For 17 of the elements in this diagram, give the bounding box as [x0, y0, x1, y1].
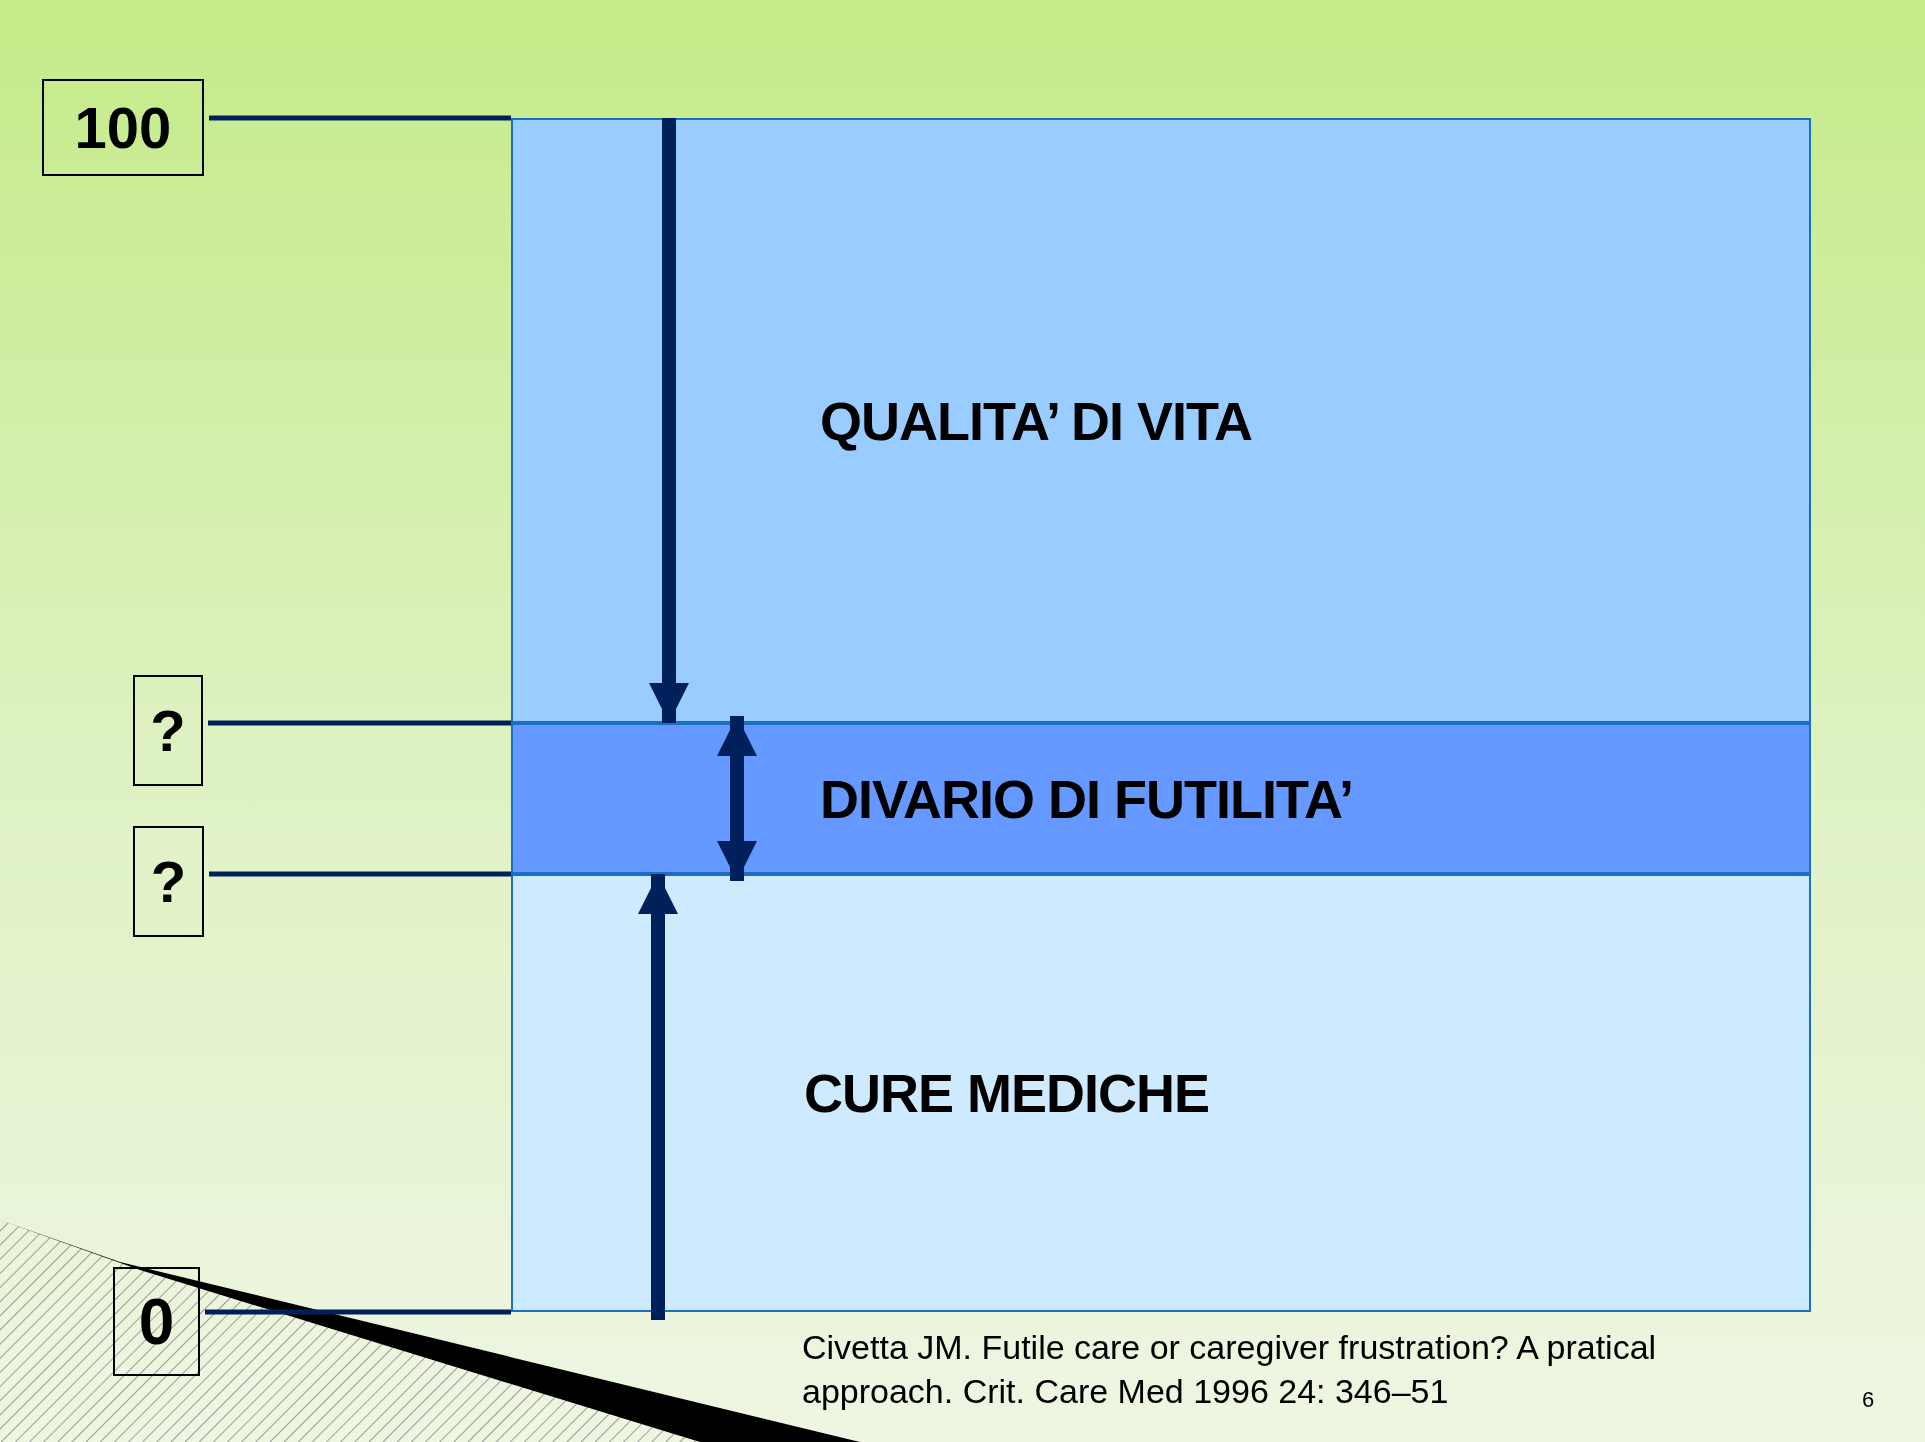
leader-line — [209, 871, 511, 877]
band-label: DIVARIO DI FUTILITA’ — [820, 767, 1353, 830]
arrow — [649, 118, 689, 723]
band-label: QUALITA’ DI VITA — [820, 389, 1252, 452]
band-area — [511, 874, 1811, 1312]
citation-text: Civetta JM. Futile care or caregiver frustration? A pratical approach. Crit. Care Med 1996 24: 346–51 — [802, 1327, 1658, 1413]
band-area — [511, 723, 1811, 874]
band-label: CURE MEDICHE — [804, 1062, 1210, 1124]
scale-value-box: 100 — [42, 79, 204, 176]
leader-line — [205, 1309, 511, 1315]
leader-line — [208, 720, 511, 726]
page-number: 6 — [1862, 1386, 1875, 1414]
leader-line — [209, 115, 511, 121]
scale-value-box: 0 — [113, 1267, 200, 1376]
band-area — [511, 118, 1811, 723]
scale-value-box: ? — [133, 675, 203, 786]
scale-value-box: ? — [133, 826, 204, 937]
